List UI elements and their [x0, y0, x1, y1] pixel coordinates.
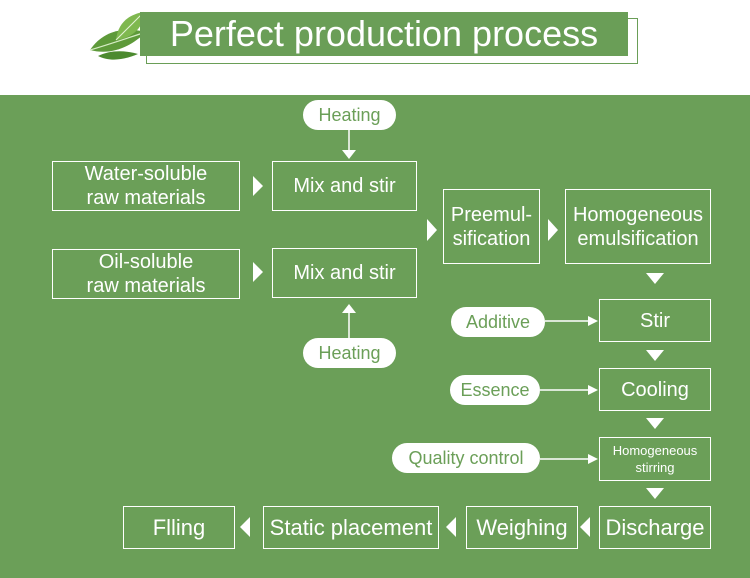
static-placement-box: Static placement — [263, 506, 439, 549]
filling-label: Flling — [152, 514, 206, 540]
tea-leaf-icon — [89, 11, 147, 60]
filling-box: Flling — [123, 506, 235, 549]
homog-emul-line2: emulsification — [577, 227, 699, 250]
mix-stir-top-box: Mix and stir — [272, 161, 417, 211]
diagram-panel — [0, 95, 750, 578]
weighing-label: Weighing — [476, 514, 568, 540]
oil-soluble-line2: raw materials — [86, 275, 206, 297]
oil-soluble-line1: Oil-soluble — [98, 251, 194, 273]
homogeneous-stirring-box: Homogeneous stirring — [599, 437, 711, 481]
cooling-label: Cooling — [621, 378, 689, 401]
water-soluble-line2: raw materials — [86, 187, 206, 209]
heating-top-pill: Heating — [303, 100, 396, 130]
static-placement-label: Static placement — [269, 514, 433, 540]
weighing-box: Weighing — [466, 506, 578, 549]
additive-pill: Additive — [451, 307, 545, 337]
page-title: Perfect production process — [140, 12, 628, 56]
essence-pill: Essence — [450, 375, 540, 405]
oil-soluble-box: Oil-soluble raw materials — [52, 249, 240, 299]
discharge-label: Discharge — [605, 514, 705, 540]
mix-stir-bottom-label: Mix and stir — [293, 262, 396, 284]
header: Perfect production process — [0, 0, 750, 95]
water-soluble-box: Water-soluble raw materials — [52, 161, 240, 211]
water-soluble-line1: Water-soluble — [84, 163, 208, 185]
homogeneous-emulsification-box: Homogeneous emulsification — [565, 189, 711, 264]
cooling-box: Cooling — [599, 368, 711, 411]
quality-control-pill: Quality control — [392, 443, 540, 473]
homog-stir-line2: stirring — [635, 460, 675, 475]
stir-label: Stir — [640, 309, 670, 332]
stir-box: Stir — [599, 299, 711, 342]
mix-stir-top-label: Mix and stir — [293, 175, 396, 197]
mix-stir-bottom-box: Mix and stir — [272, 248, 417, 298]
preemulsification-box: Preemul- sification — [443, 189, 540, 264]
heating-bottom-pill: Heating — [303, 338, 396, 368]
discharge-box: Discharge — [599, 506, 711, 549]
preemul-line1: Preemul- — [450, 203, 533, 226]
homog-emul-line1: Homogeneous — [572, 203, 704, 226]
homog-stir-line1: Homogeneous — [612, 443, 698, 458]
preemul-line2: sification — [452, 227, 531, 250]
